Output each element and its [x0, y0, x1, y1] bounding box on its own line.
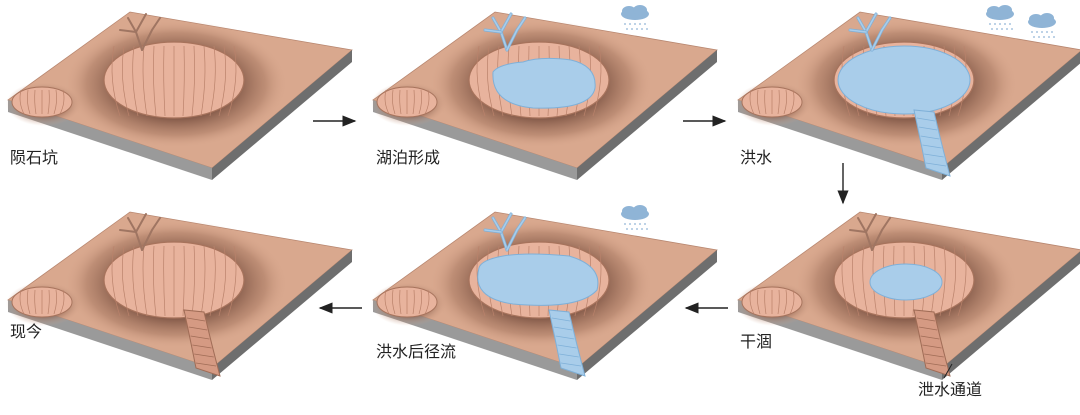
stage-panel-flood [736, 5, 1080, 180]
callout-leader-line [943, 363, 953, 379]
remnant-pond [869, 263, 943, 301]
stage-panel-dry-up [736, 211, 1080, 380]
callout-label-outlet-channel: 泄水通道 [918, 380, 982, 399]
small-crater-striations [749, 289, 795, 315]
large-crater-striations [111, 45, 237, 117]
small-crater-striations [384, 89, 430, 115]
stage-label-post-flood-runoff: 洪水后径流 [376, 342, 456, 361]
crater-lake [492, 57, 596, 109]
stage-label-present-day: 现今 [10, 322, 42, 341]
inlet-valley-network [848, 12, 892, 52]
stage-label-flood: 洪水 [740, 148, 772, 167]
outlet-channel-ridges [551, 317, 582, 367]
outlet-channel [913, 309, 951, 377]
outlet-channel [183, 309, 221, 377]
outlet-channel-ridges [916, 317, 947, 367]
inlet-valley-network [119, 13, 161, 51]
flood-water [837, 45, 971, 115]
stage-label-dry-up: 干涸 [740, 332, 772, 351]
small-crater-striations [749, 89, 795, 115]
rain-cloud-icon [621, 5, 649, 30]
rain-cloud-icon [621, 205, 649, 230]
inlet-valley-network [483, 212, 527, 252]
rain-cloud-icon [1028, 13, 1056, 38]
block-side-right [577, 50, 717, 180]
stage-label-lake-formation: 湖泊形成 [376, 148, 440, 167]
outlet-channel-ridges [186, 317, 217, 367]
runoff-lake [477, 253, 599, 306]
block-side-right [212, 250, 352, 380]
block-side-right [942, 51, 1080, 180]
outlet-channel [548, 309, 586, 377]
rain-cloud-icon [986, 5, 1014, 30]
outlet-channel [913, 109, 951, 177]
block-side-right [212, 50, 352, 180]
small-crater-striations [19, 89, 65, 115]
block-side-right [942, 251, 1080, 380]
large-crater-striations [111, 245, 237, 317]
stage-panel-lake-formation [371, 5, 718, 180]
stage-panel-meteor-crater [6, 11, 353, 180]
stage-panel-present-day [6, 211, 353, 380]
inlet-valley-network [849, 213, 891, 251]
small-crater-striations [384, 289, 430, 315]
outlet-channel-ridges [916, 117, 947, 167]
inlet-valley-network [483, 12, 527, 52]
small-crater-striations [19, 289, 65, 315]
inlet-valley-network [119, 213, 161, 251]
block-side-right [577, 250, 717, 380]
stage-panel-post-flood-runoff [371, 205, 718, 380]
stage-label-meteor-crater: 陨石坑 [10, 148, 58, 167]
